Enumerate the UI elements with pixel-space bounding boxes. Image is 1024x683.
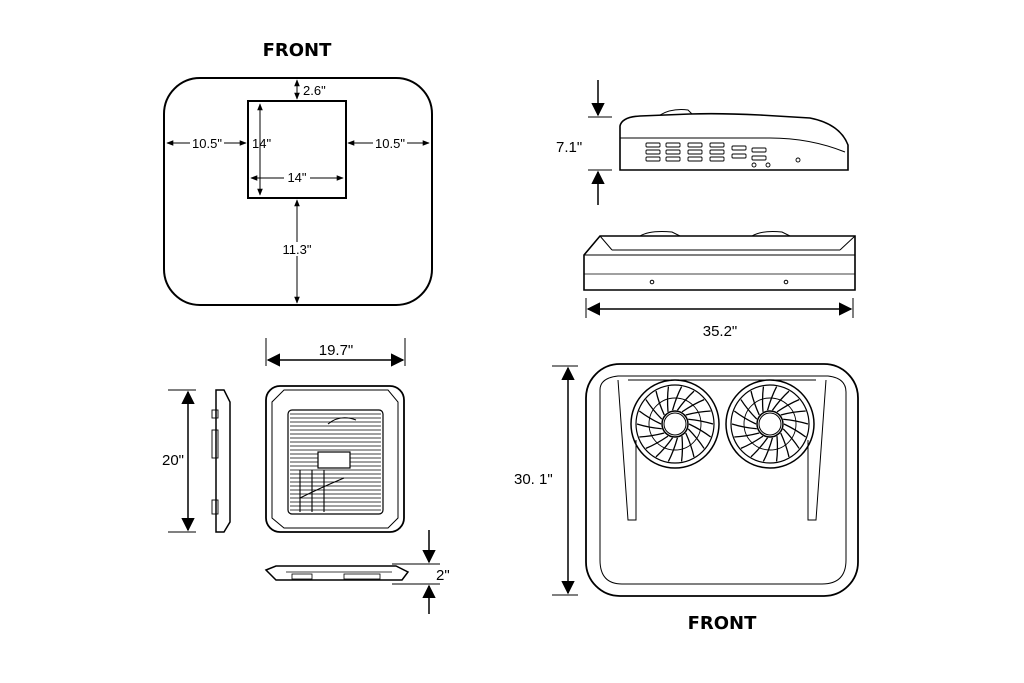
unit-front-view: 35.2" — [583, 231, 856, 340]
dim-11-3: 11.3" — [283, 242, 312, 257]
ceiling-bottom-profile — [264, 565, 410, 581]
dim-10-5-left: 10.5" — [192, 136, 222, 151]
ceiling-assembly-view: 19.7" 20" 2" — [162, 338, 450, 614]
side-view-body — [619, 112, 849, 171]
control-panel — [317, 451, 351, 469]
rooftop-outline — [585, 363, 859, 597]
dim-14-horizontal: 14" — [287, 170, 306, 185]
ceiling-panel-outline — [265, 385, 405, 533]
dim-19-7: 19.7" — [319, 342, 354, 359]
fan-left — [630, 379, 720, 469]
front-view-body — [583, 235, 856, 291]
dim-2-6: 2.6" — [303, 83, 326, 98]
dim-7-1: 7.1" — [556, 139, 582, 156]
dim-14-vertical: 14" — [252, 136, 271, 151]
fan-right — [725, 379, 815, 469]
cutout-square — [247, 100, 347, 199]
unit-side-view: 7.1" — [556, 80, 849, 205]
dim-30-1: 30. 1" — [514, 471, 553, 488]
dim-10-5-right: 10.5" — [375, 136, 405, 151]
ceiling-grille — [287, 409, 384, 515]
roof-cutout-view: FRONT 2.6" 10.5" 10.5" 14" 14" 11.3" — [163, 40, 433, 306]
ceiling-side-profile — [215, 389, 231, 533]
rooftop-top-view: 30. 1" FRONT — [514, 363, 859, 634]
side-view-vents — [645, 142, 801, 168]
dim-20: 20" — [162, 452, 184, 469]
front-label-top: FRONT — [263, 40, 333, 61]
grille-slats — [290, 413, 381, 512]
front-label-bottom: FRONT — [688, 613, 758, 634]
dim-2: 2" — [436, 567, 450, 584]
dim-35-2: 35.2" — [703, 323, 738, 340]
unit-outline — [163, 77, 433, 306]
